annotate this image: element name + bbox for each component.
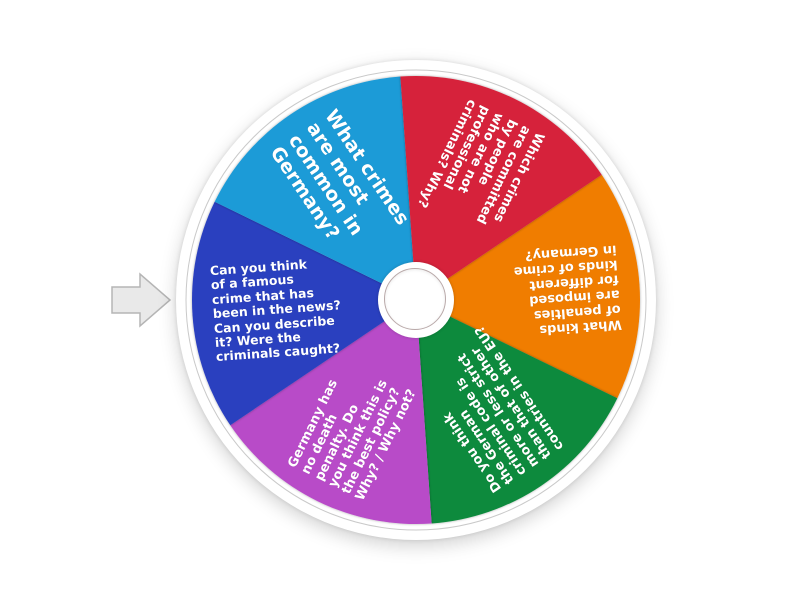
wheel-segment — [192, 201, 416, 426]
wheel-hub-spin-button[interactable] — [378, 262, 454, 338]
wheel-segment — [230, 300, 432, 524]
wheel-segment — [416, 174, 640, 399]
wheel-segment — [400, 76, 602, 300]
hub-inner-circle — [384, 268, 446, 330]
wheel-segment — [214, 76, 416, 300]
wheel-segment-label: Can you think of a famous crime that has… — [208, 256, 341, 365]
wheel-segment-label: What kinds of penalties are imposed for … — [513, 242, 623, 338]
wheel-segment — [416, 300, 618, 524]
pointer-arrow-icon — [111, 272, 172, 328]
